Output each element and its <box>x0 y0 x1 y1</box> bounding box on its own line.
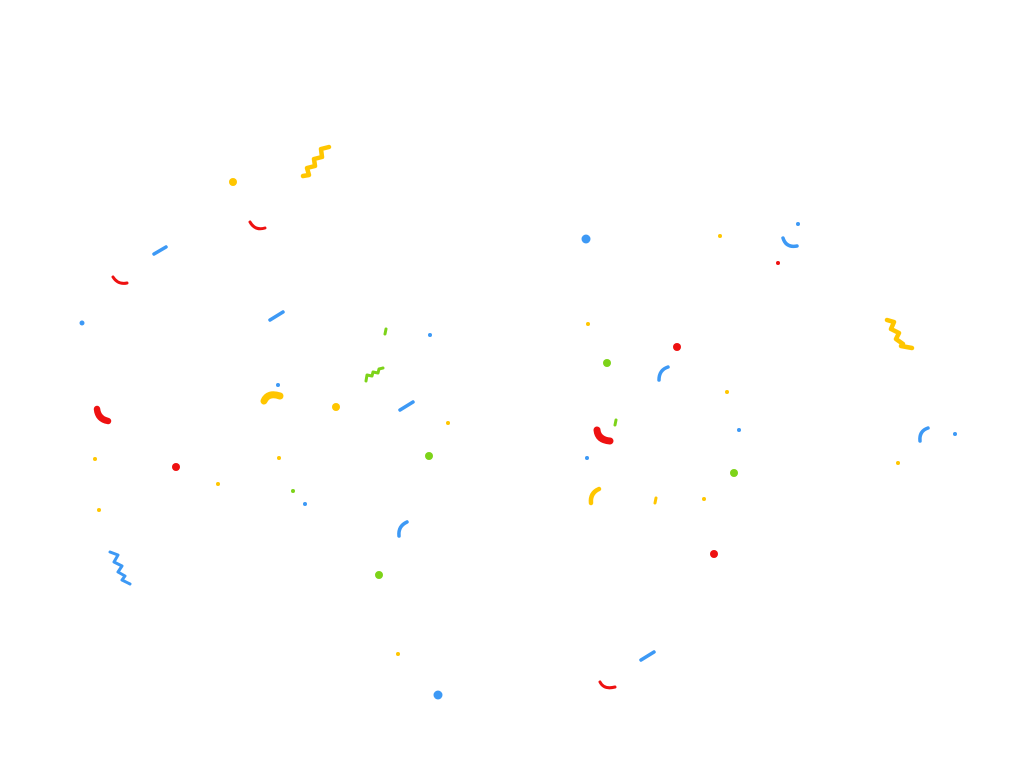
confetti-dot <box>446 421 450 425</box>
confetti-squiggle <box>300 144 332 179</box>
confetti-dot <box>953 432 957 436</box>
confetti-dot <box>332 403 340 411</box>
confetti-dot <box>79 320 85 326</box>
confetti-dot <box>433 690 443 700</box>
confetti-arc <box>248 220 267 231</box>
confetti-dot <box>796 222 800 226</box>
confetti-dash <box>639 650 656 662</box>
confetti-dash <box>398 400 415 412</box>
confetti-squiggle <box>108 550 132 586</box>
confetti-squiggle <box>884 317 915 351</box>
confetti-dot <box>581 234 591 244</box>
confetti-dot <box>303 502 307 506</box>
confetti-dot <box>375 571 383 579</box>
confetti-arc <box>781 236 799 249</box>
confetti-dot <box>97 508 101 512</box>
confetti-dot <box>586 322 590 326</box>
confetti-dash <box>613 418 618 427</box>
confetti-squiggle <box>364 366 385 383</box>
confetti-dot <box>730 469 738 477</box>
confetti-dot <box>396 652 400 656</box>
confetti-dot <box>172 463 180 471</box>
confetti-dot <box>425 452 433 460</box>
confetti-arc <box>397 520 409 538</box>
confetti-blob <box>260 391 284 405</box>
confetti-dash <box>383 327 388 336</box>
confetti-dot <box>673 343 681 351</box>
confetti-dot <box>428 333 432 337</box>
confetti-dot <box>725 390 729 394</box>
confetti-dot <box>291 489 295 493</box>
confetti-blob <box>93 405 112 425</box>
confetti-dot <box>277 456 281 460</box>
confetti-dot <box>896 461 900 465</box>
confetti-dot <box>93 457 97 461</box>
confetti-arc <box>918 426 930 443</box>
confetti-arc <box>588 486 602 506</box>
confetti-dot <box>776 261 780 265</box>
confetti-blob <box>593 426 614 445</box>
confetti-dot <box>603 359 611 367</box>
confetti-arc <box>657 365 670 382</box>
confetti-dot <box>276 383 280 387</box>
confetti-dash <box>152 245 168 256</box>
confetti-dot <box>585 456 589 460</box>
confetti-arc <box>598 680 617 690</box>
confetti-dot <box>710 550 718 558</box>
confetti-dash <box>268 310 285 322</box>
confetti-dot <box>718 234 722 238</box>
confetti-dot <box>216 482 220 486</box>
confetti-dot <box>737 428 741 432</box>
confetti-dot <box>229 178 237 186</box>
confetti-arc <box>111 275 129 285</box>
confetti-dash <box>653 496 658 505</box>
confetti-dot <box>702 497 706 501</box>
